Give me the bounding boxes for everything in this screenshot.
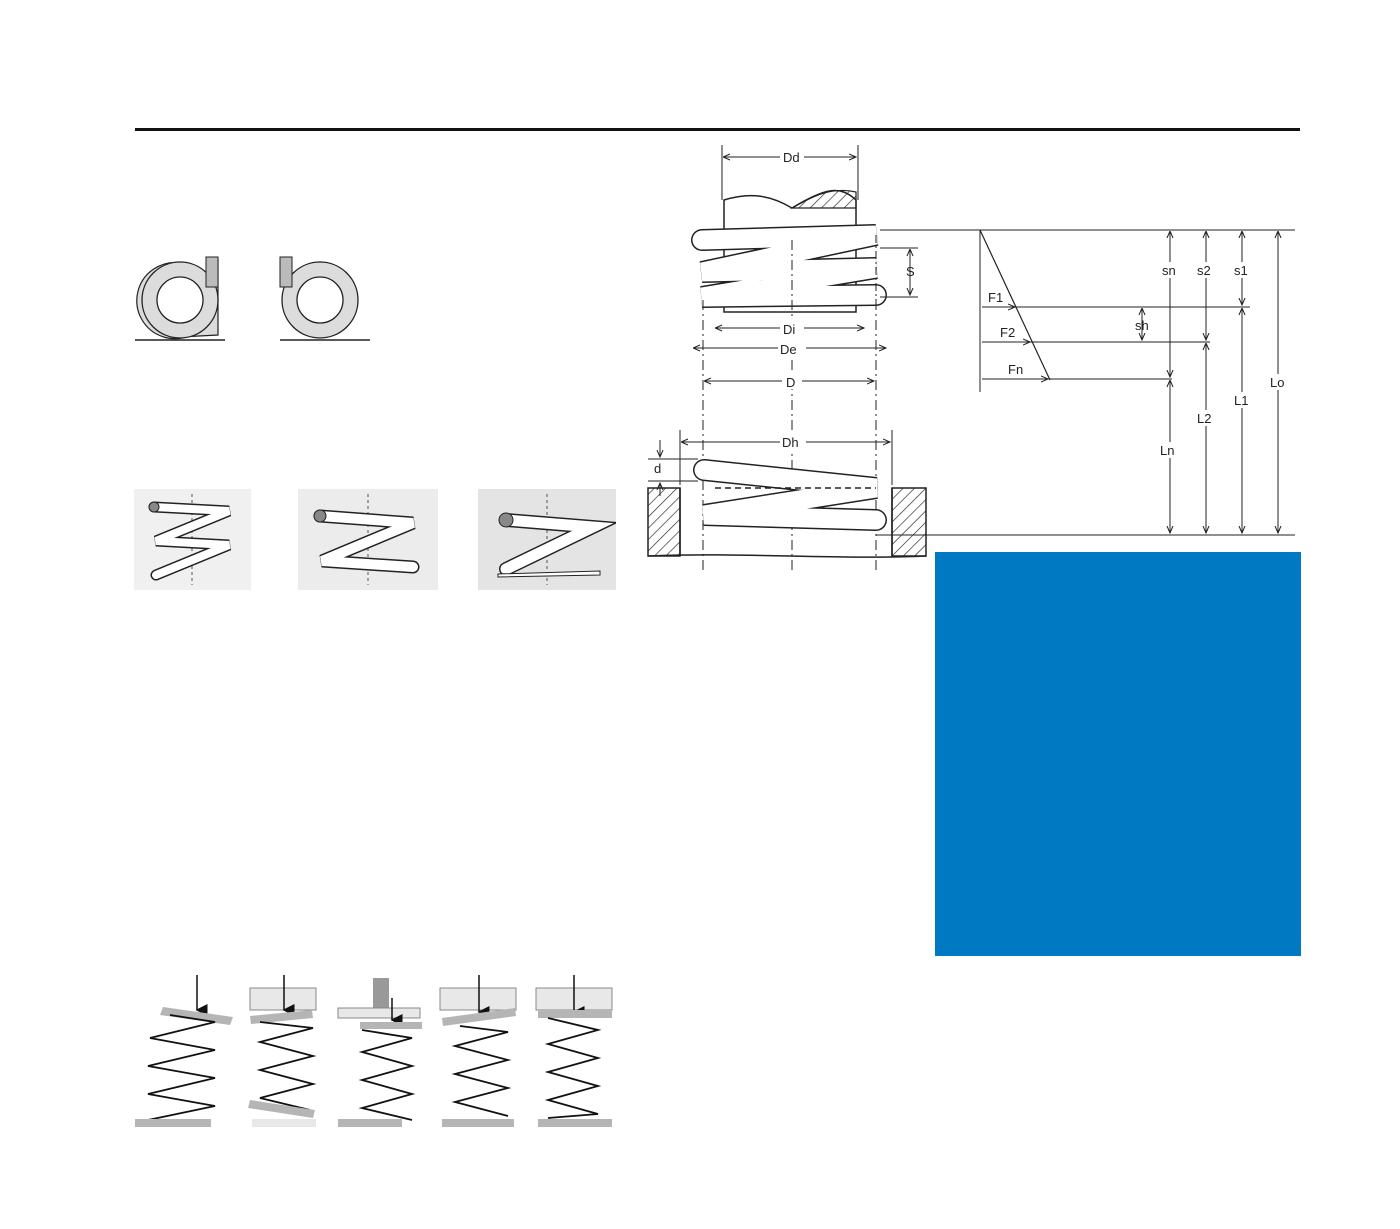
label-d: d xyxy=(654,461,661,476)
label-F1: F1 xyxy=(988,290,1003,305)
vertical-dimensions xyxy=(1142,232,1290,533)
open-end-spring-icon xyxy=(148,494,232,585)
force-deflection-diagram xyxy=(979,229,1250,392)
spring-housing xyxy=(647,487,927,558)
dim-S xyxy=(880,247,918,298)
label-L2: L2 xyxy=(1197,411,1211,426)
upper-spring-coils xyxy=(691,224,887,308)
label-Dh: Dh xyxy=(782,435,799,450)
label-s1: s1 xyxy=(1234,263,1248,278)
loading-case-3 xyxy=(337,978,422,1127)
loading-case-4 xyxy=(439,975,517,1127)
loading-case-2 xyxy=(248,975,317,1127)
dim-De xyxy=(694,340,886,356)
label-S: S xyxy=(906,264,915,279)
label-s2: s2 xyxy=(1197,263,1211,278)
ground-end-section-left xyxy=(135,256,225,341)
loading-case-1 xyxy=(135,975,233,1127)
end-type-panel-ground xyxy=(478,489,620,590)
dim-D xyxy=(705,373,874,389)
dim-Dd xyxy=(721,145,859,200)
label-F2: F2 xyxy=(1000,325,1015,340)
end-type-panel-closed xyxy=(298,489,438,590)
accent-panel xyxy=(935,552,1301,956)
lower-spring-coils xyxy=(693,459,887,531)
label-Lo: Lo xyxy=(1270,375,1284,390)
spring-end-sections-figure xyxy=(135,256,370,341)
label-Fn: Fn xyxy=(1008,362,1023,377)
label-Di: Di xyxy=(783,322,795,337)
label-D: D xyxy=(786,375,795,390)
label-L1: L1 xyxy=(1234,393,1248,408)
label-sh: sh xyxy=(1135,318,1149,333)
ground-end-section-right xyxy=(279,256,370,341)
dim-Dh xyxy=(679,430,893,485)
label-De: De xyxy=(780,342,797,357)
end-type-panel-open xyxy=(134,489,251,590)
label-Ln: Ln xyxy=(1160,443,1174,458)
dim-Di xyxy=(716,320,864,336)
compression-spring-dimension-diagram: Dd S Di De D Dh d F1 F2 Fn sn s2 s1 sh L… xyxy=(647,145,1295,570)
header-rule xyxy=(135,128,1300,131)
closed-end-spring-icon xyxy=(313,494,420,585)
ground-end-spring-icon xyxy=(497,494,620,585)
spring-loading-arrangements-figure xyxy=(135,975,613,1127)
label-sn: sn xyxy=(1162,263,1176,278)
label-Dd: Dd xyxy=(783,150,800,165)
loading-case-5 xyxy=(535,975,613,1127)
